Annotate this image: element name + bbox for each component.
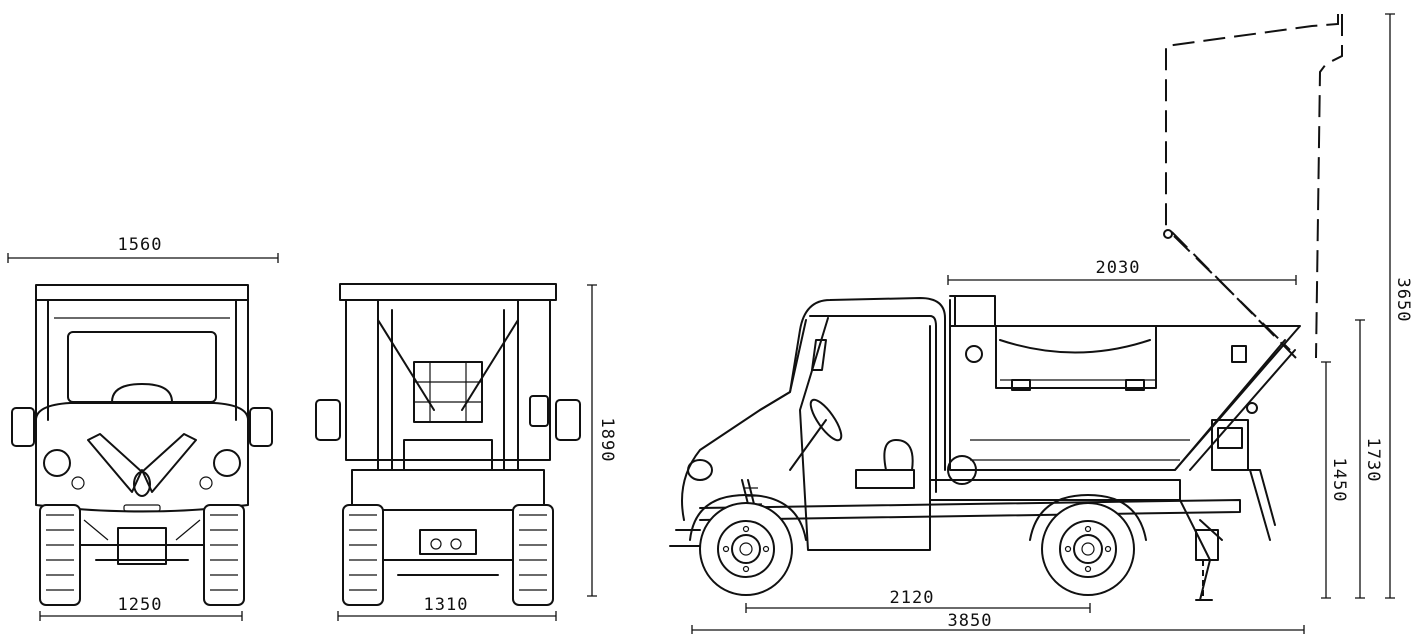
- dim-body-edge-height: 1450: [1329, 458, 1349, 503]
- dimension-lines: [7, 13, 1395, 634]
- dim-wheelbase: 2120: [890, 588, 935, 608]
- dim-front-overall-width: 1560: [118, 235, 163, 255]
- dim-rear-height: 1890: [597, 418, 617, 463]
- dim-front-track: 1250: [118, 595, 163, 615]
- dim-body-top-height: 1730: [1363, 438, 1383, 483]
- rear-view: [315, 283, 581, 606]
- dim-overall-length: 3850: [948, 611, 993, 631]
- side-view: [669, 14, 1343, 601]
- front-view: [11, 284, 273, 606]
- dim-body-length: 2030: [1096, 258, 1141, 278]
- dim-tipped-height: 3650: [1393, 278, 1413, 323]
- dim-rear-track: 1310: [424, 595, 469, 615]
